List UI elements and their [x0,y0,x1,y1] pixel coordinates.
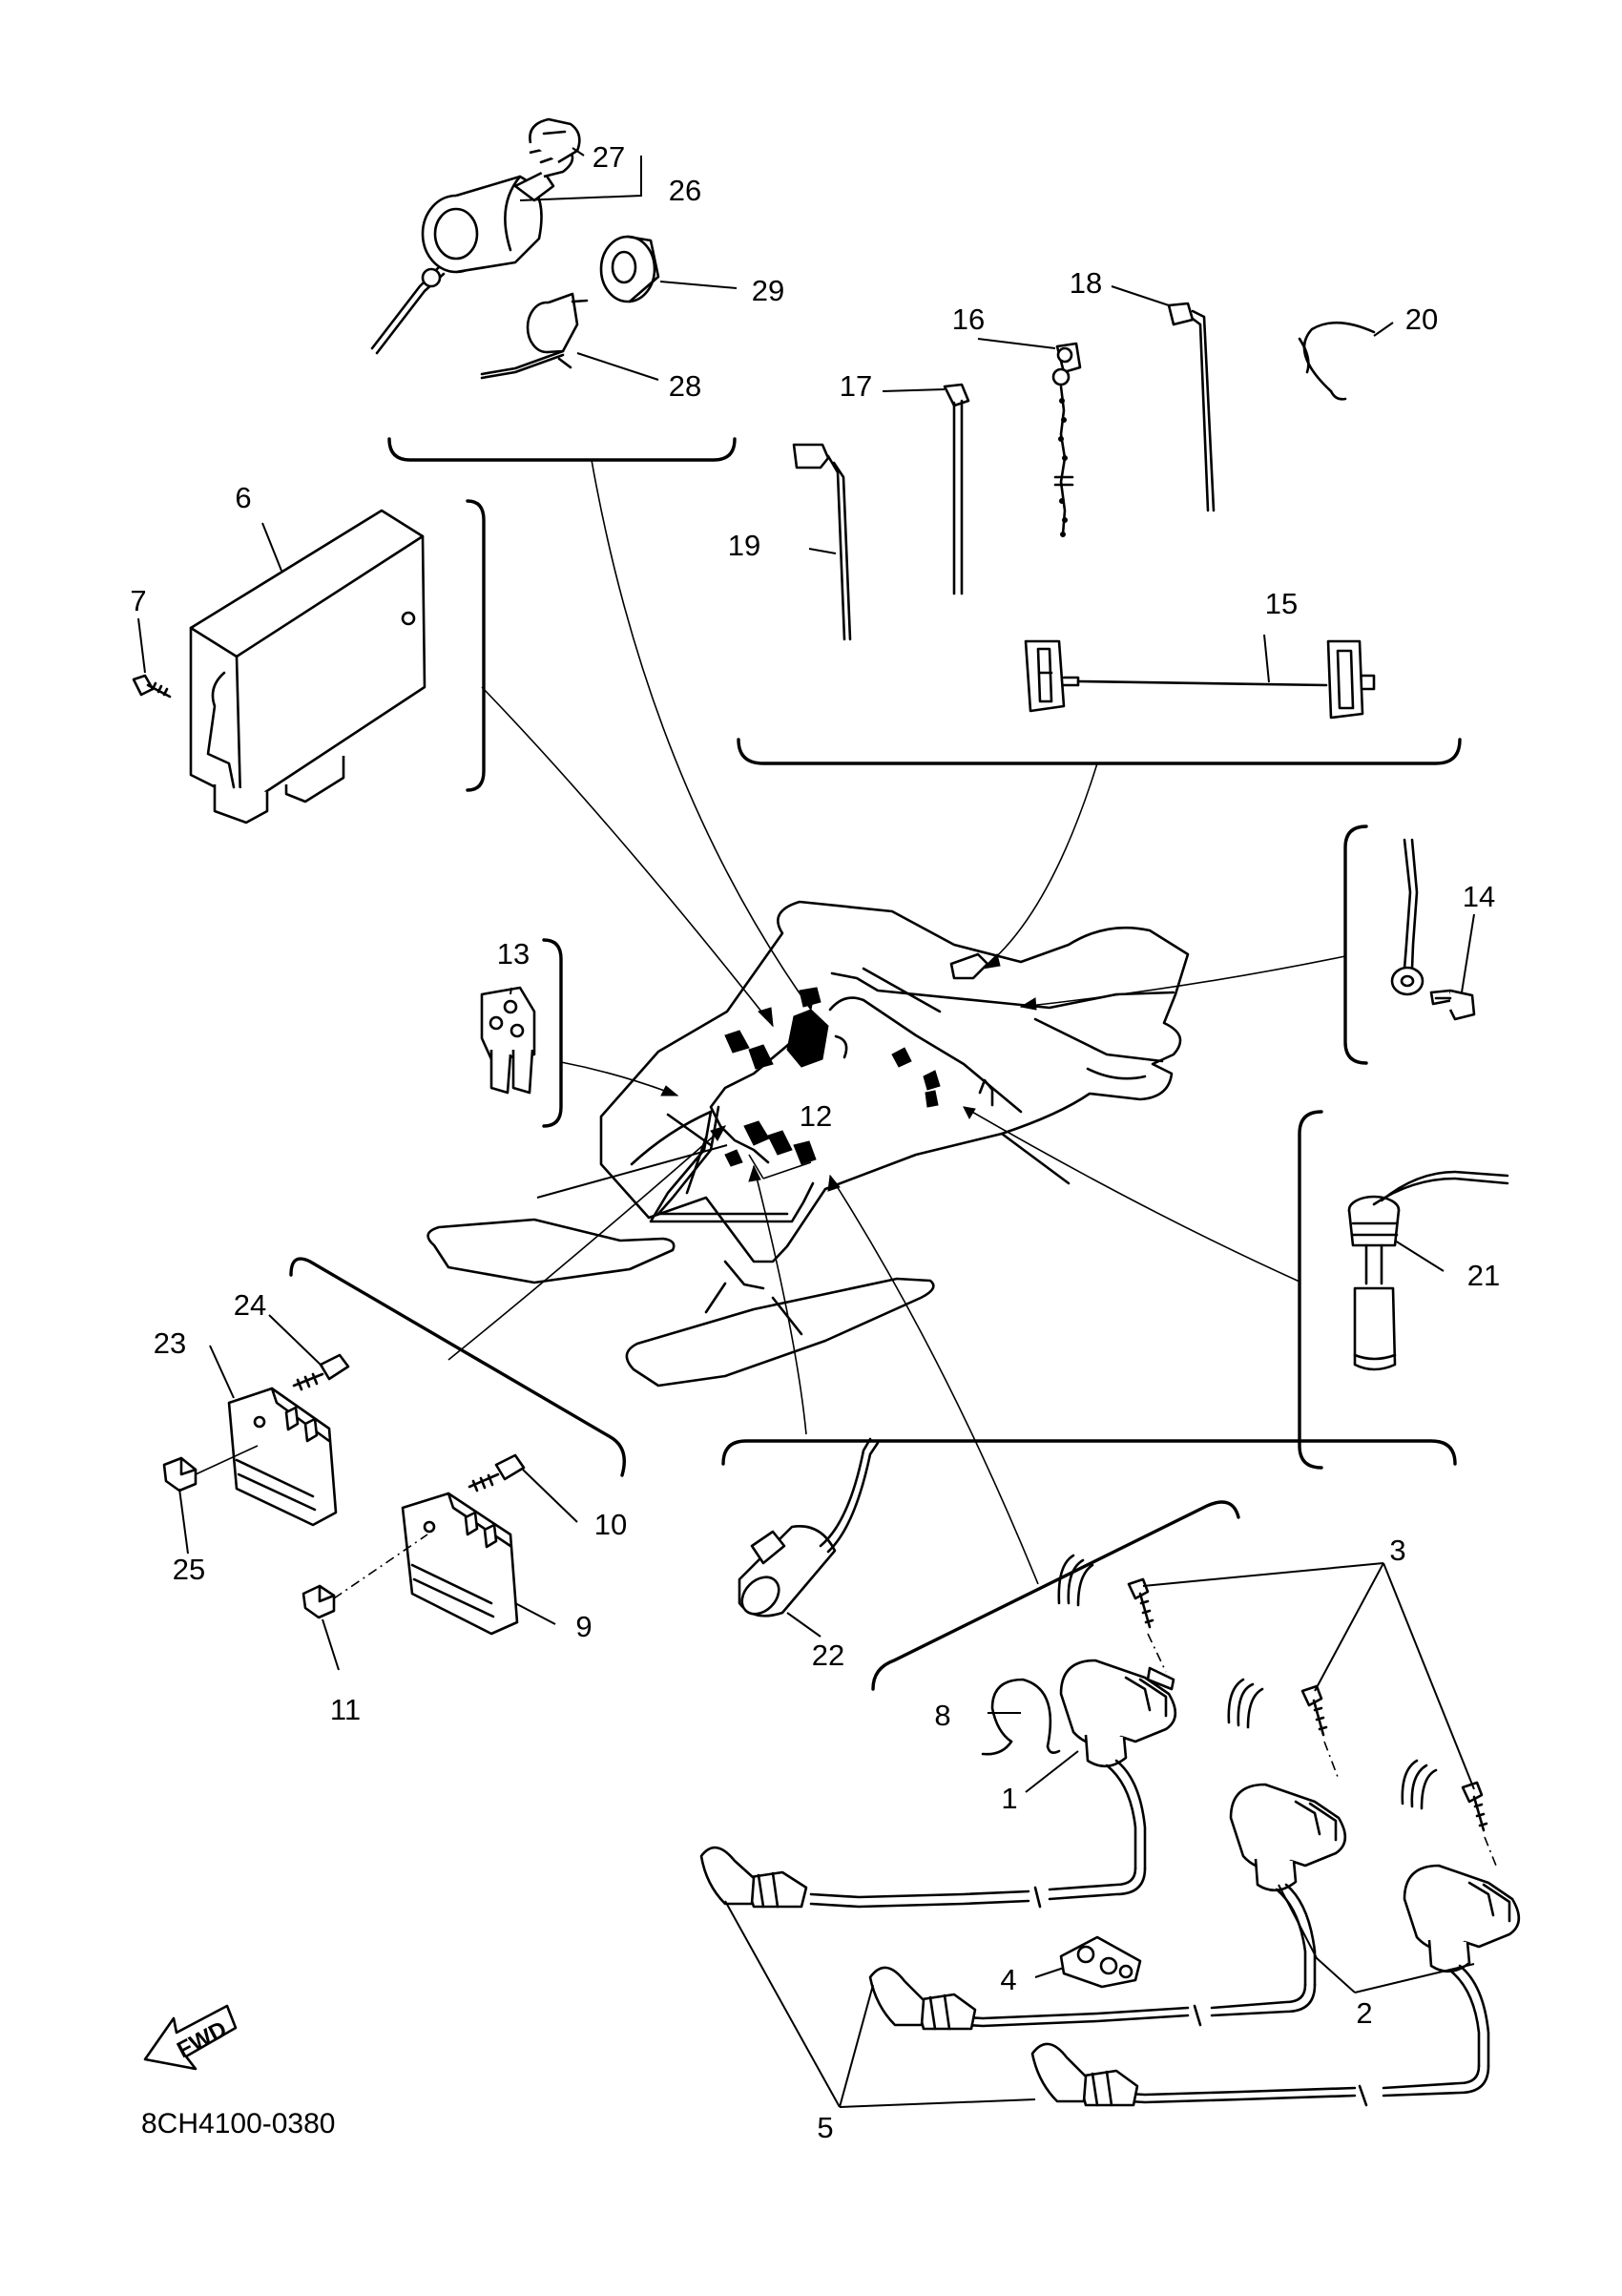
callout-6: 6 [235,481,251,514]
callout-21: 21 [1467,1259,1500,1292]
callout-23: 23 [154,1326,186,1360]
callout-29: 29 [752,274,784,307]
callout-14: 14 [1463,880,1495,913]
clamp-4 [1059,1935,1142,1989]
callout-1: 1 [1001,1782,1017,1815]
callout-26: 26 [669,174,701,207]
callout-27: 27 [593,140,625,174]
callout-11: 11 [330,1693,361,1726]
callout-22: 22 [812,1639,844,1672]
wire-harness [649,987,1023,1223]
callout-18: 18 [1070,266,1102,300]
callout-17: 17 [840,369,872,403]
connector-13 [480,986,536,1095]
clamps-and-ties [792,302,1376,720]
callout-5: 5 [817,2111,833,2144]
callout-9: 9 [575,1610,592,1643]
callout-4: 4 [1000,1963,1016,1996]
main-switch-assembly [370,117,660,380]
condenser-22 [738,1437,880,1618]
callout-24: 24 [234,1288,266,1322]
ignition-coils [699,1554,1521,2107]
callout-20: 20 [1405,303,1438,336]
ground-lead-14 [1390,838,1476,1021]
callout-13: 13 [497,937,530,971]
callout-25: 25 [173,1553,205,1586]
fwd-direction-arrow: FWD [143,2004,238,2071]
callout-2: 2 [1356,1996,1372,2030]
callout-10: 10 [594,1508,627,1541]
cdi-unit [132,509,426,824]
callout-3: 3 [1389,1534,1405,1567]
callout-12: 12 [800,1099,832,1133]
control-unit-9 [302,1453,526,1636]
drawing-code: 8CH4100-0380 [141,2108,335,2139]
screws-3 [1127,1577,1497,1867]
callout-numbers: 1 2 3 4 5 6 7 8 9 10 11 12 13 14 15 16 1… [130,140,1500,2144]
callout-28: 28 [669,369,701,403]
callout-leaders [137,147,1475,2108]
leader-lines [447,459,1346,1585]
callout-7: 7 [130,584,146,617]
machine-outline [426,900,1190,1388]
callout-8: 8 [934,1699,950,1732]
clip-8 [981,1678,1061,1756]
sensor-21 [1347,1170,1509,1371]
callout-19: 19 [728,529,760,562]
callout-16: 16 [952,303,985,336]
regulator-23 [162,1353,350,1527]
callout-15: 15 [1265,587,1298,620]
